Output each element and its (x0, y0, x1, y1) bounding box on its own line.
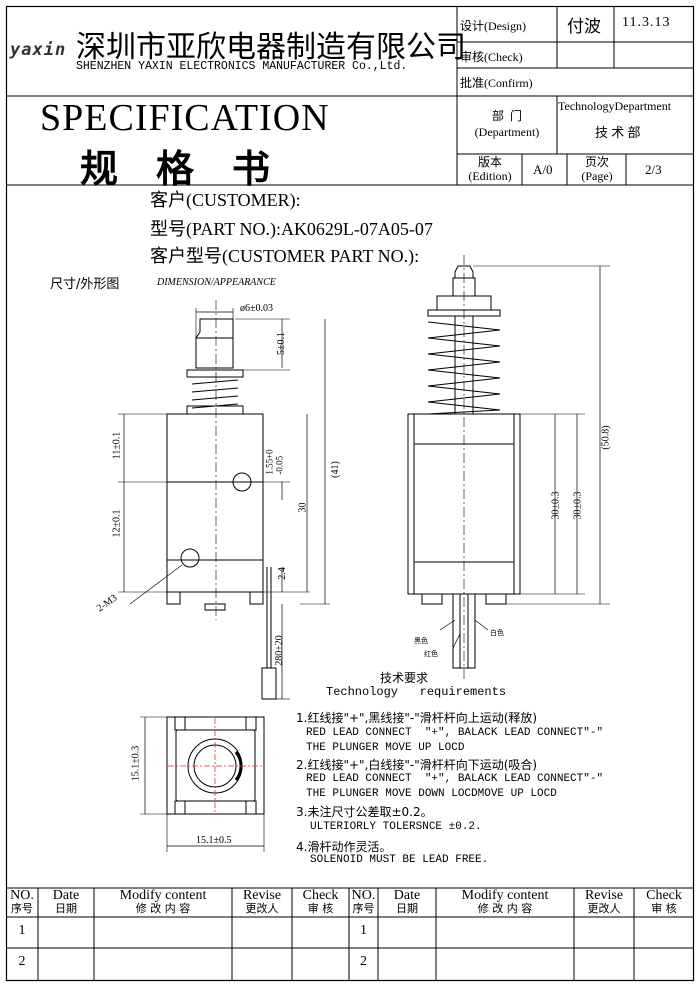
req-1-cn: 1.红线接"+",黑线接"-"滑杆杆向上运动(释放) (296, 711, 538, 725)
revision-header-en: NO. (10, 888, 34, 903)
revision-header-cn: 序号 (11, 902, 33, 915)
front-view (118, 300, 330, 700)
dim-30-a: 30±0.3 (550, 491, 562, 520)
req-4-en: SOLENOID MUST BE LEAD FREE. (310, 854, 489, 866)
revision-header-en: Modify content (119, 888, 207, 903)
company-name-en: SHENZHEN YAXIN ELECTRONICS MANUFACTURER … (76, 60, 408, 73)
side-view (407, 255, 610, 680)
edition-label: 版本 (Edition) (468, 155, 512, 183)
department-value-en: TechnologyDepartment (558, 99, 672, 113)
bottom-view (140, 716, 265, 852)
dim-41: (41) (329, 461, 341, 478)
req-3-en: ULTERIORLY TOLERSNCE ±0.2. (310, 821, 482, 833)
design-name: 付波 (567, 17, 601, 36)
revision-header-cn: 更改人 (245, 902, 279, 915)
dim-24: 2.4 (276, 567, 288, 580)
title-cn: 规 格 书 (80, 149, 271, 191)
dim-5: 5±0.1 (276, 332, 287, 355)
title-en: SPECIFICATION (40, 97, 330, 139)
revision-header-en: Check (646, 888, 682, 903)
revision-row-number: 1 (360, 923, 367, 938)
req-3-cn: 3.未注尺寸公差取±0.2。 (296, 805, 433, 819)
revision-header-cn: 日期 (55, 902, 77, 915)
department-label: 部 门 (Department) (474, 109, 540, 139)
dim-508: (50.8) (600, 425, 612, 450)
customer-part-no-label: 客户型号(CUSTOMER PART NO.): (150, 246, 420, 266)
revision-header-cn: 修 改 内 容 (135, 902, 191, 915)
revision-header-en: Modify content (461, 888, 549, 903)
revision-header-en: NO. (351, 888, 376, 903)
design-date: 11.3.13 (622, 15, 671, 30)
page-label: 页次 (Page) (581, 155, 613, 183)
revision-header-en: Check (302, 888, 339, 903)
requirements-title-en: Technology requirements (326, 685, 507, 699)
revision-header-cn: 日期 (396, 902, 418, 915)
dim-151-h: 15.1±0.5 (196, 835, 232, 846)
confirm-label: 批准(Confirm) (460, 76, 533, 90)
req-1-en: RED LEAD CONNECT "+", BALACK LEAD CONNEC… (306, 727, 604, 754)
dim-diameter: ø6±0.03 (240, 303, 273, 314)
revision-header-en: Date (52, 888, 80, 903)
dim-30-b: 30±0.3 (572, 491, 584, 520)
revision-header-cn: 审 核 (651, 902, 677, 915)
dimension-label-cn: 尺寸/外形图 (50, 277, 120, 292)
wire-white-label: 白色 (490, 629, 504, 637)
revision-header-cn: 更改人 (587, 902, 621, 915)
revision-row-number: 2 (18, 954, 26, 969)
revision-header-cn: 审 核 (307, 902, 334, 915)
revision-header-en: Revise (242, 888, 282, 903)
check-label: 审核(Check) (460, 50, 523, 64)
revision-header-cn: 序号 (352, 902, 375, 915)
dim-30: 30 (297, 502, 309, 513)
wire-red-label: 红色 (424, 650, 438, 658)
revision-header-en: Revise (584, 888, 624, 903)
wire-black-label: 黑色 (414, 637, 428, 645)
req-2-cn: 2.红线接"+",白线接"-"滑杆杆向下运动(吸合) (296, 758, 538, 772)
company-logo: yaxin (10, 40, 67, 60)
design-label: 设计(Design) (460, 19, 526, 33)
company-name-cn: 深圳市亚欣电器制造有限公司 (76, 31, 466, 64)
part-no-label: 型号(PART NO.):AK0629L-07A05-07 (150, 219, 433, 239)
dim-12: 12±0.1 (111, 509, 123, 538)
dim-151-v: 15.1±0.3 (130, 745, 142, 782)
dimension-label-en: DIMENSION/APPEARANCE (157, 277, 276, 288)
page-value: 2/3 (645, 162, 662, 177)
requirements-title-cn: 技术要求 (380, 671, 429, 685)
dim-280: 280±20 (273, 635, 285, 666)
revision-row-number: 1 (18, 923, 26, 938)
req-2-en: RED LEAD CONNECT "+", BALACK LEAD CONNEC… (306, 773, 604, 800)
edition-value: A/0 (533, 162, 553, 177)
revision-header-en: Date (393, 888, 421, 903)
dim-11: 11±0.1 (111, 431, 123, 460)
dim-155: 1.55+0 -0.05 (264, 449, 285, 475)
department-value-cn: 技 术 部 (595, 125, 641, 140)
revision-header-cn: 修 改 内 容 (477, 902, 533, 915)
req-4-cn: 4.滑杆动作灵活。 (296, 840, 392, 854)
customer-label: 客户(CUSTOMER): (150, 190, 301, 210)
revision-row-number: 2 (360, 954, 367, 969)
